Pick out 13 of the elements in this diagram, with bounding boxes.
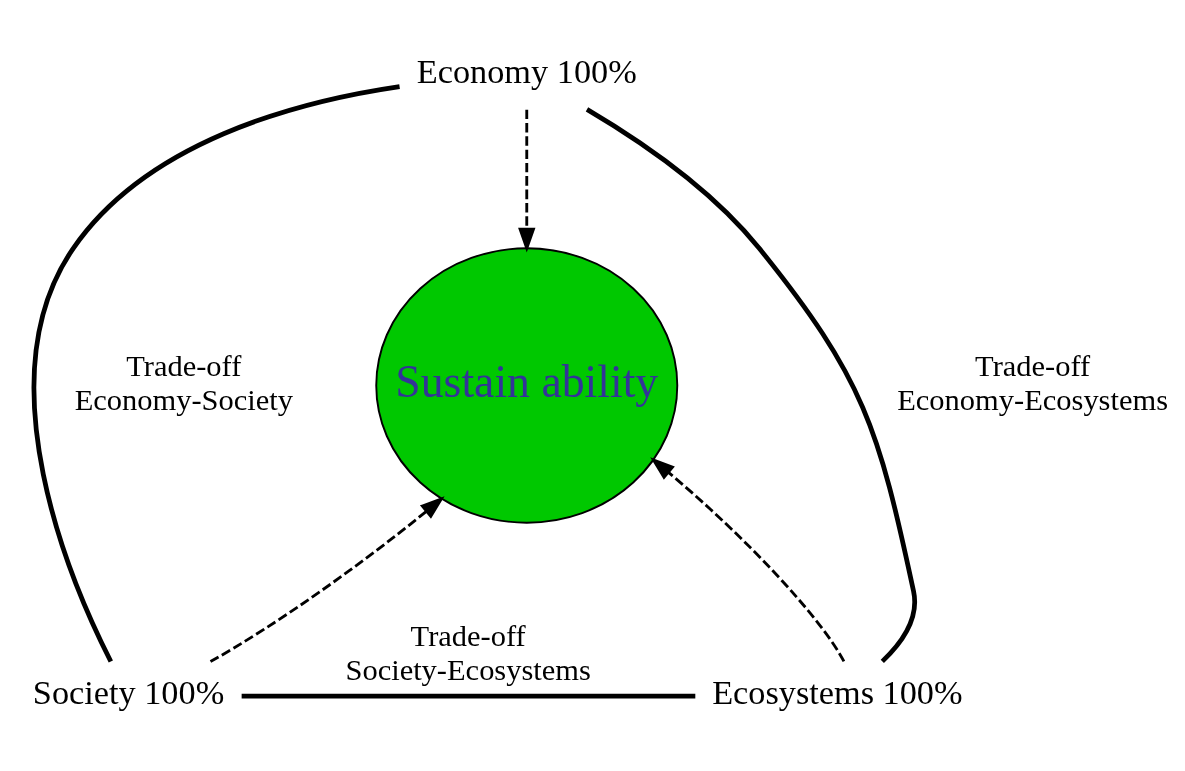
arrow bbox=[650, 457, 846, 663]
node-text: Society 100% bbox=[32, 673, 225, 712]
edge-label: Trade-off Economy-Ecosystems bbox=[897, 348, 1169, 417]
edge-label: Trade-off Society-Ecosystems bbox=[345, 619, 591, 688]
connector bbox=[31, 84, 400, 663]
connector bbox=[241, 693, 696, 699]
node-text: Economy 100% bbox=[416, 52, 637, 91]
node-circle: Sustain ability bbox=[375, 247, 679, 524]
arrow bbox=[209, 496, 445, 663]
connector bbox=[585, 107, 917, 664]
node-text: Ecosystems 100% bbox=[712, 673, 963, 712]
edge-label: Trade-off Economy-Society bbox=[74, 348, 293, 417]
arrow bbox=[518, 109, 536, 253]
